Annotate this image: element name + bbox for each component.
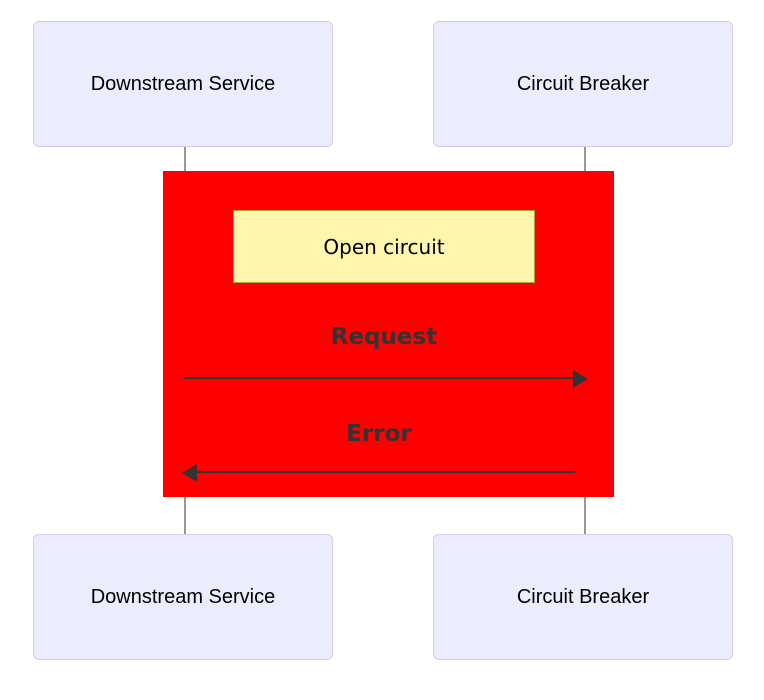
message-line-request (184, 377, 574, 379)
participant-label-circuit-breaker-bottom: Circuit Breaker (516, 586, 650, 608)
participant-label-downstream-service-bottom: Downstream Service (90, 586, 276, 608)
participant-box-circuit-breaker-bottom[interactable]: Circuit Breaker (433, 534, 733, 660)
note-open-circuit[interactable]: Open circuit (233, 210, 535, 283)
participant-label-downstream-service-top: Downstream Service (90, 73, 276, 95)
participant-box-downstream-service-top[interactable]: Downstream Service (33, 21, 333, 147)
message-label-request: Request (330, 324, 438, 350)
message-label-error: Error (346, 421, 412, 447)
note-label-open-circuit: Open circuit (323, 234, 445, 259)
participant-label-circuit-breaker-top: Circuit Breaker (516, 73, 650, 95)
message-line-error (196, 471, 575, 473)
participant-box-downstream-service-bottom[interactable]: Downstream Service (33, 534, 333, 660)
arrowhead-right-icon-request (573, 370, 588, 388)
arrowhead-left-icon-error (182, 464, 197, 482)
participant-box-circuit-breaker-top[interactable]: Circuit Breaker (433, 21, 733, 147)
